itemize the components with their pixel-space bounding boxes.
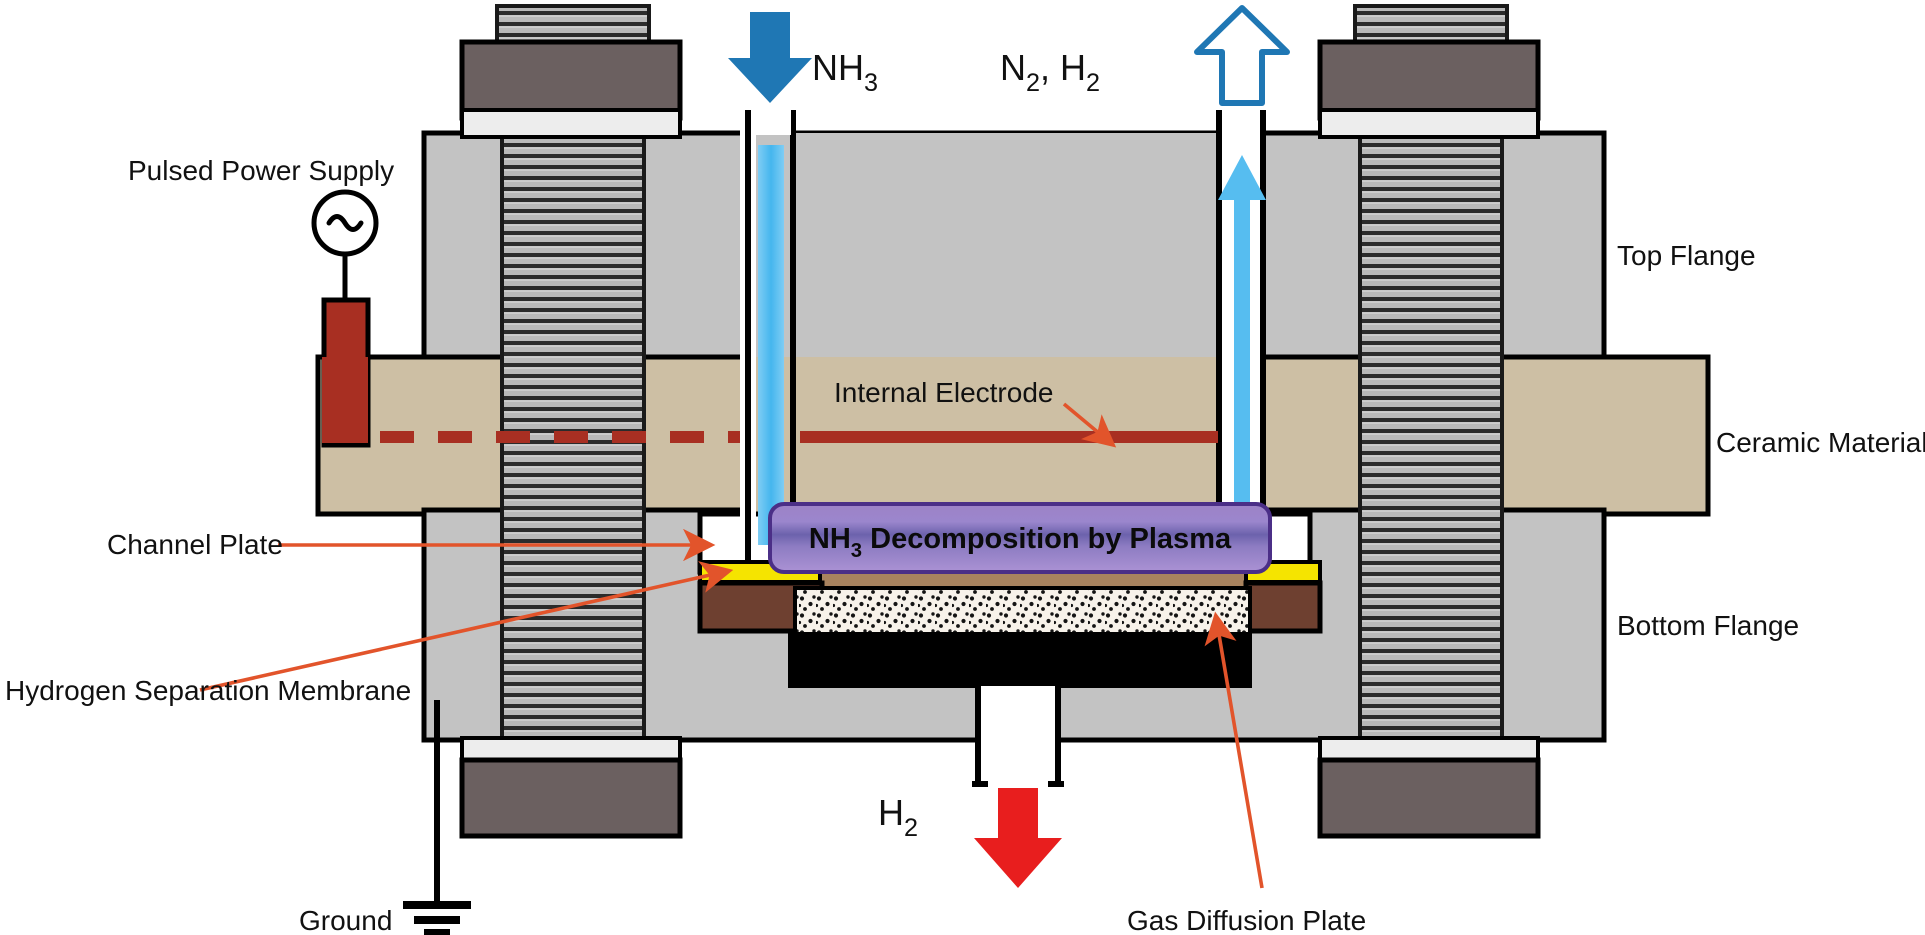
channel-plate-right	[1243, 580, 1323, 634]
washer-top-left	[460, 108, 682, 139]
bolt-assembly-bottom-right	[1317, 736, 1541, 839]
nut-bottom-left	[459, 757, 683, 839]
nh3-inlet-arrow-group	[728, 12, 812, 103]
leader-internal-electrode	[1062, 402, 1117, 448]
bolt-assembly-bottom-left	[459, 736, 683, 839]
membrane-stack	[697, 560, 1323, 688]
plasma-reaction-band: NH3 Decomposition by Plasma	[768, 502, 1272, 574]
plasma-band-shape	[768, 502, 1272, 574]
label-n2h2-outlet: N2, H2	[1000, 47, 1100, 97]
label-nh3-inlet: NH3	[812, 47, 878, 97]
label-ceramic-material: Ceramic Material	[1716, 427, 1925, 458]
n2-formula: N	[1000, 47, 1026, 88]
plasma-band-label: NH3 Decomposition by Plasma	[809, 523, 1232, 562]
label-pulsed-power-supply: Pulsed Power Supply	[128, 155, 394, 186]
bolt-assembly-top-right	[1317, 4, 1541, 742]
label-ground: Ground	[299, 905, 392, 935]
outlet-gas-arrow	[1218, 155, 1266, 545]
label-channel-plate: Channel Plate	[107, 529, 283, 560]
h2-product-arrow	[974, 788, 1062, 888]
outlet-tube	[1216, 110, 1266, 560]
nut-top-right	[1317, 39, 1541, 121]
base-plate-black	[788, 632, 1252, 688]
n2-subscript: 2	[1026, 69, 1040, 97]
bolt-shaft-right	[1358, 131, 1504, 742]
label-h2-product: H2	[878, 792, 918, 842]
product-outlet-tube	[972, 686, 1064, 787]
h2-product-arrow-group	[974, 788, 1062, 888]
leader-gas-diffusion-plate	[1204, 611, 1264, 889]
outlet-arrow-group	[1194, 5, 1290, 106]
h2-subscript-product: 2	[904, 814, 918, 842]
inlet-tube-mouth	[751, 110, 791, 135]
washer-top-right	[1318, 108, 1540, 139]
label-internal-electrode: Internal Electrode	[834, 377, 1053, 408]
chamber-upper-gray	[748, 133, 1260, 357]
ac-waveform-icon	[326, 214, 364, 232]
nut-top-left	[459, 39, 683, 121]
n2h2-outlet-arrow	[1194, 5, 1290, 106]
label-hydrogen-separation-membrane: Hydrogen Separation Membrane	[5, 675, 411, 706]
plasma-label-subscript: 3	[851, 540, 862, 562]
leader-hydrogen-membrane	[199, 561, 734, 692]
product-tube-bore	[978, 686, 1058, 784]
plasma-label-prefix: NH	[809, 523, 851, 555]
pulsed-power-supply-group[interactable]	[311, 189, 379, 448]
electrode-connector-inner	[322, 357, 368, 443]
inlet-tube	[740, 110, 796, 572]
leader-lines	[199, 402, 1264, 889]
outlet-separator: ,	[1040, 47, 1060, 88]
nh3-subscript: 3	[864, 69, 878, 97]
plasma-label-suffix: Decomposition by Plasma	[862, 523, 1232, 555]
h2-formula-product: H	[878, 792, 904, 833]
inlet-gas-column	[758, 145, 784, 545]
label-gas-diffusion-plate: Gas Diffusion Plate	[1127, 905, 1366, 935]
h2-subscript-outlet: 2	[1086, 69, 1100, 97]
ground-group	[403, 700, 471, 935]
nh3-inlet-arrow	[728, 12, 812, 103]
label-bottom-flange: Bottom Flange	[1617, 610, 1799, 641]
label-top-flange: Top Flange	[1617, 240, 1756, 271]
h2-formula-outlet: H	[1060, 47, 1086, 88]
nh3-formula: NH	[812, 47, 864, 88]
nut-bottom-right	[1317, 757, 1541, 839]
gas-diffusion-plate	[793, 586, 1252, 638]
